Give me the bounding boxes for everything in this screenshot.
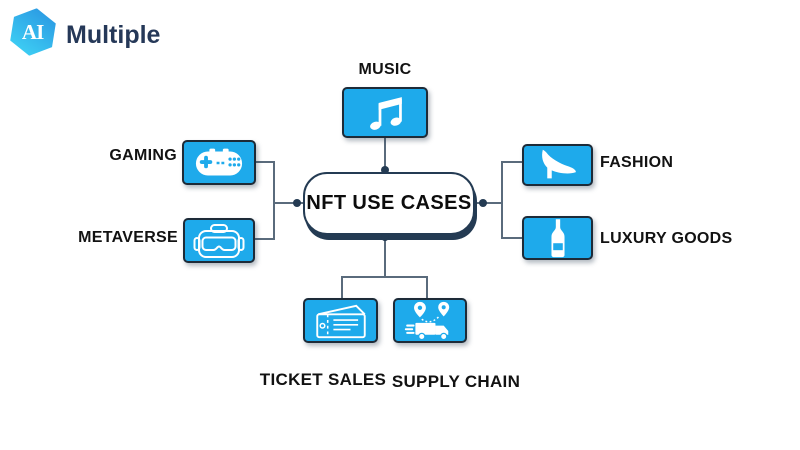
supply-chain-label: SUPPLY CHAIN: [391, 372, 521, 391]
metaverse-node: [183, 218, 255, 263]
ticket-sales-node: [303, 298, 378, 343]
high-heel-icon: [541, 149, 576, 179]
aimultiple-logo: AI Multiple: [10, 6, 180, 64]
aimultiple-hexagon-icon: AI: [7, 5, 60, 60]
gaming-label: GAMING: [109, 147, 177, 164]
connector-center-to-right: [477, 202, 502, 204]
ticket-sales-label: TICKET SALES: [259, 370, 387, 389]
connector-luxury: [501, 237, 522, 239]
fashion-node: [522, 144, 593, 186]
wine-bottle-icon: [550, 219, 565, 258]
music-node: [342, 87, 428, 138]
luxury-goods-label: LUXURY GOODS: [600, 230, 733, 247]
connector-ticket: [341, 277, 343, 298]
connector-supply: [426, 277, 428, 298]
ticket-icon: [315, 304, 366, 338]
connector-dot-top: [381, 166, 389, 174]
brand-name: Multiple: [66, 21, 161, 49]
logo-ai-text: AI: [22, 19, 44, 44]
connector-bottom-vertical: [384, 237, 386, 277]
music-note-icon: [370, 96, 402, 130]
delivery-truck-icon: [404, 301, 450, 340]
connector-left-to-center: [273, 202, 303, 204]
connector-right-vertical: [501, 161, 503, 239]
connector-music: [384, 138, 386, 172]
connector-dot-bottom: [381, 233, 389, 241]
supply-chain-node: [393, 298, 467, 343]
luxury-goods-node: [522, 216, 593, 260]
center-node: NFT USE CASES: [303, 172, 475, 235]
center-node-label: NFT USE CASES: [306, 192, 472, 214]
connector-dot-left: [293, 199, 301, 207]
gaming-node: [182, 140, 256, 185]
music-label: MUSIC: [358, 61, 412, 78]
connector-gaming: [256, 161, 275, 163]
connector-fashion: [501, 161, 522, 163]
connector-bottom-horizontal: [341, 276, 428, 278]
connector-left-vertical: [273, 161, 275, 240]
vr-headset-icon: [193, 223, 245, 258]
metaverse-label: METAVERSE: [78, 229, 178, 246]
connector-metaverse: [255, 238, 275, 240]
gamepad-icon: [195, 148, 243, 175]
fashion-label: FASHION: [600, 154, 674, 171]
connector-dot-right: [479, 199, 487, 207]
